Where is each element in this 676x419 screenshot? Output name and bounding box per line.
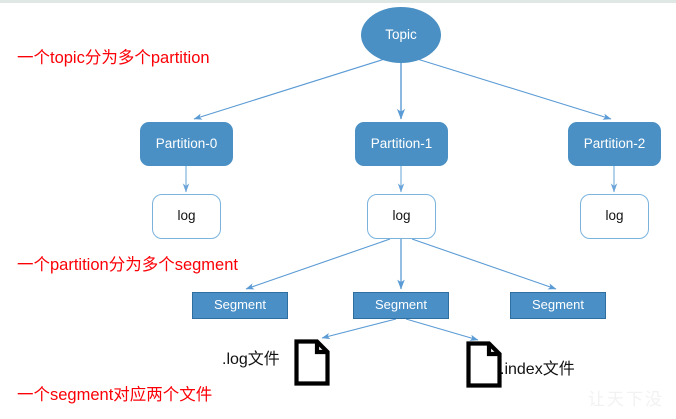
edge-log1-segment0 xyxy=(245,238,391,290)
segment-node-0[interactable]: Segment xyxy=(192,292,288,319)
segment-label-0: Segment xyxy=(213,297,267,313)
log-node-1[interactable]: log xyxy=(367,194,436,239)
partition-label-2: Partition-2 xyxy=(583,135,646,151)
partition-label-0: Partition-0 xyxy=(155,135,218,151)
log-node-0[interactable]: log xyxy=(152,194,221,239)
log-label-1: log xyxy=(392,208,411,224)
log-label-0: log xyxy=(177,208,196,224)
segment-label-1: Segment xyxy=(374,297,428,313)
log-node-2[interactable]: log xyxy=(580,194,649,239)
edge-log1-segment2 xyxy=(411,238,557,290)
log-file-label: .log文件 xyxy=(222,351,280,368)
edge-topic-partition0 xyxy=(193,57,389,120)
note-partition-segment: 一个partition分为多个segment xyxy=(17,256,238,274)
top-edge-strip xyxy=(0,0,676,3)
partition-node-1[interactable]: Partition-1 xyxy=(355,122,448,166)
segment-node-1[interactable]: Segment xyxy=(353,292,449,319)
note-topic-partition: 一个topic分为多个partition xyxy=(17,49,210,67)
topic-node[interactable]: Topic xyxy=(361,7,441,63)
file-icon xyxy=(466,341,502,388)
segment-label-2: Segment xyxy=(531,297,585,313)
edge-segment1-logfile xyxy=(321,318,397,340)
watermark: 让天下没 xyxy=(588,390,664,410)
file-icon xyxy=(294,339,330,386)
note-segment-files: 一个segment对应两个文件 xyxy=(17,386,213,404)
log-label-2: log xyxy=(605,208,624,224)
partition-node-2[interactable]: Partition-2 xyxy=(568,122,661,166)
edge-topic-partition2 xyxy=(413,57,612,120)
edge-segment1-indexfile xyxy=(405,318,479,341)
index-file-label: .index文件 xyxy=(500,361,575,378)
partition-label-1: Partition-1 xyxy=(370,135,433,151)
topic-label: Topic xyxy=(385,26,417,42)
segment-node-2[interactable]: Segment xyxy=(510,292,606,319)
partition-node-0[interactable]: Partition-0 xyxy=(140,122,233,166)
